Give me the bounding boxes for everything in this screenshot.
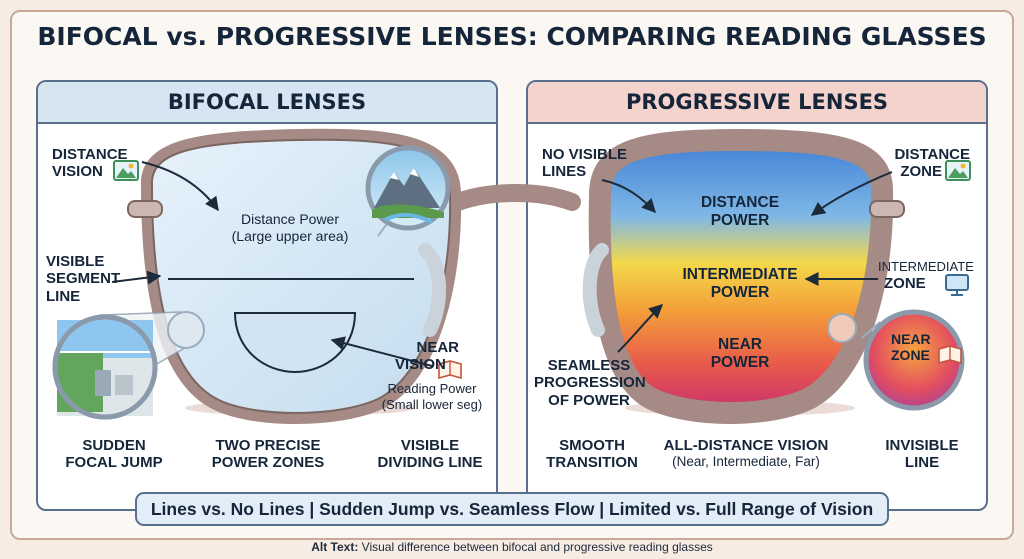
no-visible-lines-label: NO VISIBLE LINES	[542, 146, 628, 181]
near-zone-magnifier	[863, 309, 965, 411]
seamless-progression-label: SEAMLESS PROGRESSION OF POWER	[534, 357, 646, 409]
intermediate-zone-label: INTERMEDIATE ZONE	[878, 259, 974, 292]
page-title: BIFOCAL vs. PROGRESSIVE LENSES: COMPARIN…	[37, 22, 987, 51]
landscape-icon	[945, 160, 971, 181]
sudden-focal-jump-label: SUDDEN FOCAL JUMP	[65, 437, 163, 472]
distance-power-label: DISTANCE POWER	[700, 194, 780, 229]
distance-zone-label: DISTANCE ZONE	[894, 146, 970, 181]
invisible-line-label: INVISIBLE LINE	[885, 437, 959, 472]
near-zone-label: NEAR ZONE	[891, 331, 931, 364]
reading-segment	[233, 312, 357, 374]
near-vision-label: NEAR VISION	[395, 339, 459, 374]
reading-power-text: Reading Power (Small lower seg)	[381, 381, 483, 412]
smooth-transition-label: SMOOTH TRANSITION	[546, 437, 638, 472]
book-icon	[938, 345, 962, 365]
visible-segment-line-label: VISIBLE SEGMENT LINE	[46, 253, 121, 305]
distance-vision-label: DISTANCE VISION	[52, 146, 128, 181]
two-power-zones-label: TWO PRECISE POWER ZONES	[211, 437, 325, 472]
intermediate-power-label: INTERMEDIATE POWER	[682, 266, 798, 301]
alt-text: Alt Text: Visual difference between bifo…	[311, 540, 713, 554]
comparison-summary: Lines vs. No Lines | Sudden Jump vs. Sea…	[135, 492, 889, 526]
distance-power-text: Distance Power (Large upper area)	[231, 211, 349, 244]
progressive-header: PROGRESSIVE LENSES	[528, 82, 986, 124]
all-distance-vision-label: ALL-DISTANCE VISION (Near, Intermediate,…	[663, 437, 829, 470]
monitor-icon	[945, 274, 969, 296]
near-power-label: NEAR POWER	[710, 336, 770, 371]
sudden-jump-magnifier	[52, 314, 158, 420]
glasses-bridge	[449, 184, 581, 211]
distance-magnifier	[365, 145, 451, 231]
bifocal-header: BIFOCAL LENSES	[38, 82, 496, 124]
progressive-frame	[588, 128, 894, 424]
landscape-icon	[113, 160, 139, 181]
visible-dividing-line-label: VISIBLE DIVIDING LINE	[377, 437, 483, 472]
book-icon	[438, 360, 462, 380]
